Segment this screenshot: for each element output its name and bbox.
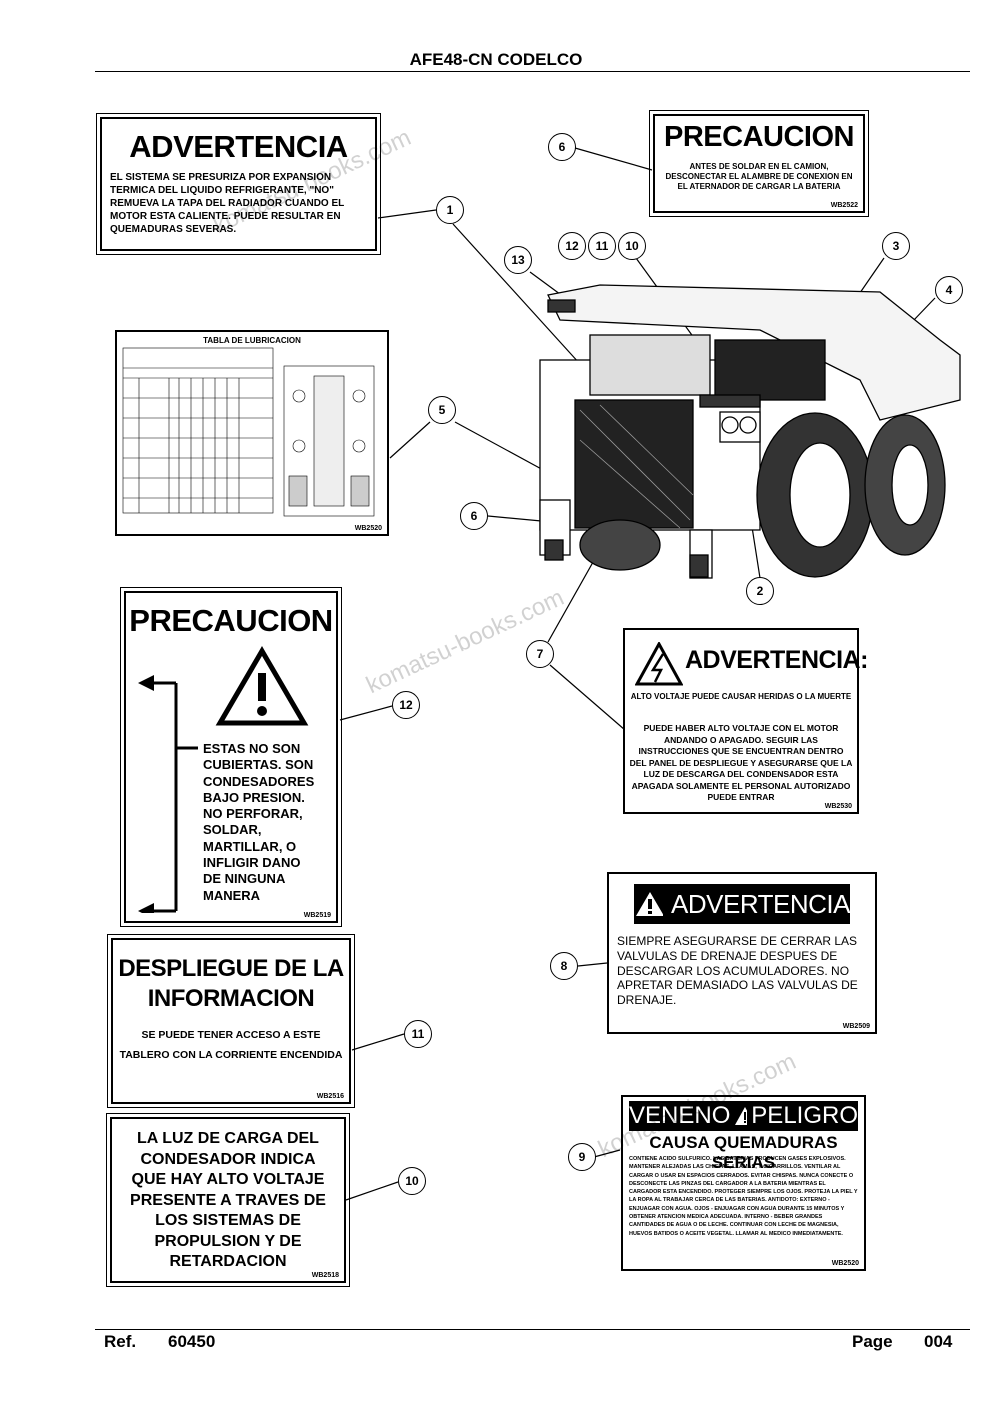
decal-code: WB2530 [824,803,852,810]
callout-7: 7 [526,640,554,668]
decal-code: WB2520 [354,525,382,532]
decal-body: EL SISTEMA SE PRESURIZA POR EXPANSION TE… [110,172,345,235]
decal-title: PRECAUCION [664,121,854,153]
decal-body-line2: TABLERO CON LA CORRIENTE ENCENDIDA [119,1049,343,1061]
decal-subtitle: CAUSA QUEMADURAS SERIAS [649,1133,838,1172]
callout-6-top: 6 [548,133,576,161]
callout-1: 1 [436,196,464,224]
callout-11-bottom: 11 [404,1020,432,1048]
decal-code: WB2520 [831,1260,859,1267]
haul-truck-drawing [539,284,961,579]
decal-body-line1: SE PUEDE TENER ACCESO A ESTE [141,1029,321,1041]
decal-code: WB2509 [842,1023,870,1030]
decal-lubrication-chart: TABLA DE LUBRICACION [115,330,389,536]
callout-12-bottom: 12 [392,691,420,719]
decal-battery-poison: VENENO PELIGRO CAUSA QUEMADURAS SERIAS C… [621,1095,866,1271]
decal-title: PRECAUCION [129,603,333,638]
decal-line1: ALTO VOLTAJE PUEDE CAUSAR HERIDAS O LA M… [630,692,852,701]
decal-title-bar: ADVERTENCIA [634,884,850,924]
decal-code: WB2519 [303,912,331,919]
page-label: Page [852,1332,893,1351]
decal-high-voltage-warning: ADVERTENCIA: ALTO VOLTAJE PUEDE CAUSAR H… [623,628,868,814]
decal-title-left: VENENO [629,1102,731,1129]
callout-10-bottom: 10 [398,1167,426,1195]
header-rule [95,71,970,72]
decal-title-line1: DESPLIEGUE DE LA [118,955,344,982]
decal-line: INFLIGIR DANO [203,855,301,871]
callout-13: 13 [504,246,532,274]
decal-line: CONDESADOR INDICA [140,1150,316,1168]
callout-3: 3 [882,232,910,260]
callout-6-mid: 6 [460,502,488,530]
decal-title-right: PELIGRO [751,1102,858,1129]
decal-line: RETARDACION [169,1253,287,1270]
decal-body: ANTES DE SOLDAR EN EL CAMION, DESCONECTA… [665,162,853,191]
decal-line: CUBIERTAS. SON [203,757,314,773]
decal-line: LA LUZ DE CARGA DEL [137,1130,319,1147]
decal-line: PROPULSION Y DE [154,1232,302,1250]
decal-line: PRESENTE A TRAVES DE [130,1191,326,1209]
callout-9: 9 [568,1143,596,1171]
decal-line: BAJO PRESION. [203,789,305,805]
decal-body: CONTIENE ACIDO SULFURICO. LAS BATERIAS P… [629,1156,858,1237]
decal-drain-valves-warning: ADVERTENCIA SIEMPRE ASEGURARSE DE CERRAR… [607,872,877,1034]
decal-line: ESTAS NO SON [203,741,301,756]
decal-line: MANERA [203,887,261,903]
decal-body-list: ESTAS NO SON CUBIERTAS. SON CONDESADORES… [203,741,314,904]
decal-title-line2: INFORMACION [147,985,315,1012]
decal-body: PUEDE HABER ALTO VOLTAJE CON EL MOTOR AN… [629,723,853,802]
decal-body: SIEMPRE ASEGURARSE DE CERRAR LAS VALVULA… [617,934,858,1008]
electrical-hazard-icon [635,642,683,686]
decal-code: WB2518 [311,1272,339,1279]
callout-8: 8 [550,952,578,980]
lubrication-grid [122,347,375,517]
decal-line: QUE HAY ALTO VOLTAJE [131,1171,325,1188]
ref-label: Ref. [104,1332,137,1351]
decal-line: LOS SISTEMAS DE [155,1212,301,1229]
page-title: AFE48-CN CODELCO [409,50,583,69]
footer-rule [95,1329,970,1330]
callout-5: 5 [428,396,456,424]
callout-12-top: 12 [558,232,586,260]
decal-radiator-warning: ADVERTENCIA EL SISTEMA SE PRESURIZA POR … [96,113,381,255]
warning-triangle-icon [636,892,664,916]
decal-welding-caution: PRECAUCION ANTES DE SOLDAR EN EL CAMION,… [649,110,869,217]
callout-2: 2 [746,577,774,605]
decal-line: NO PERFORAR, [203,806,303,822]
decal-line: DE NINGUNA [203,871,286,887]
decal-title: ADVERTENCIA: [685,646,868,674]
page-number: 004 [924,1332,953,1351]
decal-display-panel: DESPLIEGUE DE LA INFORMACION SE PUEDE TE… [107,934,355,1108]
caution-triangle-and-arrow [138,646,309,913]
decal-title: ADVERTENCIA [671,888,850,919]
decal-title-bar: VENENO PELIGRO [629,1101,858,1131]
callout-4: 4 [935,276,963,304]
decal-charge-light: LA LUZ DE CARGA DEL CONDESADOR INDICA QU… [106,1113,350,1287]
decal-line: CONDESADORES [203,773,315,789]
callout-11-top: 11 [588,232,616,260]
decal-line: SOLDAR, [203,822,262,838]
decal-body-list: LA LUZ DE CARGA DEL CONDESADOR INDICA QU… [112,1129,344,1273]
decal-code: WB2516 [316,1093,344,1100]
decal-title: TABLA DE LUBRICACION [203,336,301,345]
ref-value: 60450 [168,1332,216,1351]
decal-code: WB2522 [830,202,858,209]
decal-condenser-caution: PRECAUCION ESTAS NO SON CUBIERTAS. SON C… [120,587,342,927]
decal-title: ADVERTENCIA [129,129,348,164]
callout-10-top: 10 [618,232,646,260]
decal-line: MARTILLAR, O [203,838,297,854]
warning-triangle-icon [735,1107,748,1125]
